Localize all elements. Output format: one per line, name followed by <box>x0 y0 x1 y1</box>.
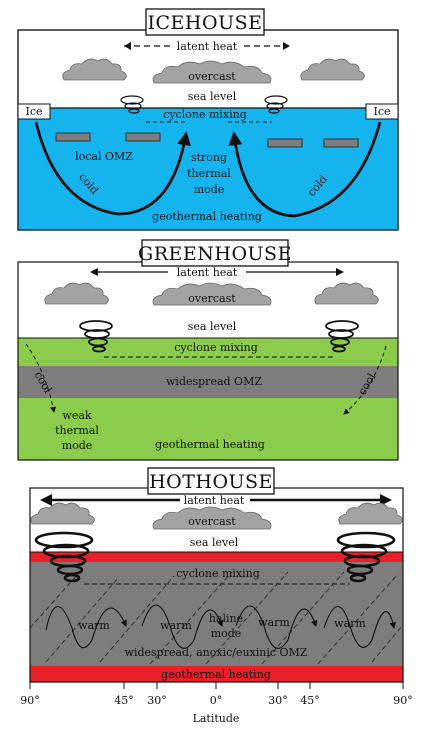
hothouse-warm-1: warm <box>78 619 110 632</box>
icehouse-panel: ICEHOUSE latent heat overcast sea level … <box>17 8 399 231</box>
axis-tick-label: 90° <box>393 694 413 707</box>
axis-tick-label: 0° <box>210 694 223 707</box>
icehouse-title: ICEHOUSE <box>148 12 263 34</box>
hothouse-latent-heat: latent heat <box>184 494 245 507</box>
axis-tick-label: 30° <box>147 694 167 707</box>
axis-tick-label: 45° <box>300 694 320 707</box>
hothouse-warm-4: warm <box>334 617 366 630</box>
omz-patch <box>267 138 303 148</box>
cyclone-icon <box>336 531 396 583</box>
cool-circulation-right <box>343 345 387 415</box>
hothouse-cyclone-mixing: cyclone mixing <box>176 567 260 580</box>
hothouse-overcast: overcast <box>188 515 236 528</box>
hothouse-geothermal-band <box>30 666 403 682</box>
icehouse-local-omz: local OMZ <box>75 150 133 163</box>
hothouse-mode: mode <box>211 627 242 640</box>
axis-tick-label: 45° <box>114 694 134 707</box>
icehouse-cyclone-mixing: cyclone mixing <box>163 108 247 121</box>
cold-circulation-right <box>228 121 382 218</box>
omz-patch <box>323 138 359 148</box>
icehouse-geothermal: geothermal heating <box>152 210 262 223</box>
hothouse-geothermal: geothermal heating <box>161 668 271 681</box>
cold-circulation-left <box>34 121 191 216</box>
greenhouse-omz-band <box>18 366 398 398</box>
greenhouse-latent-heat: latent heat <box>177 266 238 279</box>
hothouse-widespread-omz: widespread, anoxic/euxinic OMZ <box>125 646 308 659</box>
hothouse-panel: HOTHOUSE latent heat overcast sea level … <box>29 467 404 683</box>
greenhouse-thermal: thermal <box>55 424 99 437</box>
ice-box-right <box>365 103 399 120</box>
icehouse-latent-heat: latent heat <box>177 40 238 53</box>
icehouse-ocean <box>18 108 398 230</box>
axis-label: Latitude <box>193 712 240 725</box>
greenhouse-ocean-upper <box>18 338 398 366</box>
latitude-axis: 90° 45° 30° 0° 30° 45° 90° Latitude <box>20 682 413 725</box>
warm-circulation-loops <box>45 604 397 649</box>
greenhouse-title: GREENHOUSE <box>138 243 292 265</box>
greenhouse-weak: weak <box>62 409 91 422</box>
greenhouse-mode: mode <box>62 439 93 452</box>
cyclone-icon <box>264 95 288 114</box>
cool-circulation-left <box>25 343 56 413</box>
axis-tick-label: 30° <box>268 694 288 707</box>
greenhouse-ocean-lower <box>18 398 398 460</box>
omz-patch <box>125 132 161 142</box>
greenhouse-cyclone-mixing: cyclone mixing <box>174 341 258 354</box>
hothouse-haline: haline <box>209 612 243 625</box>
greenhouse-geothermal: geothermal heating <box>155 438 265 451</box>
cyclone-icon <box>34 531 94 583</box>
hothouse-warm-2: warm <box>160 619 192 632</box>
greenhouse-panel: GREENHOUSE latent heat overcast sea leve… <box>17 239 399 461</box>
hothouse-title-box <box>147 467 275 495</box>
hothouse-title: HOTHOUSE <box>149 471 273 493</box>
cyclone-icon <box>325 320 359 353</box>
omz-patch <box>55 132 91 142</box>
axis-tick-label: 90° <box>20 694 40 707</box>
icehouse-ice-right: Ice <box>373 105 390 118</box>
greenhouse-overcast: overcast <box>188 292 236 305</box>
icehouse-title-box <box>145 8 265 36</box>
greenhouse-title-box <box>141 239 289 267</box>
greenhouse-widespread-omz: widespread OMZ <box>166 375 262 388</box>
hothouse-sea-level: sea level <box>190 536 239 549</box>
icehouse-sea-level: sea level <box>188 90 237 103</box>
greenhouse-sea-level: sea level <box>188 320 237 333</box>
icehouse-thermal: thermal <box>187 167 231 180</box>
icehouse-overcast: overcast <box>188 70 236 83</box>
ice-box-left <box>17 103 51 120</box>
hothouse-surface-band <box>30 552 403 562</box>
icehouse-ice-left: Ice <box>25 105 42 118</box>
hothouse-warm-3: warm <box>258 616 290 629</box>
haline-dashes <box>29 571 403 665</box>
cyclone-icon <box>79 320 113 353</box>
icehouse-strong: strong <box>191 151 227 164</box>
icehouse-mode: mode <box>194 183 225 196</box>
cyclone-icon <box>120 95 144 114</box>
